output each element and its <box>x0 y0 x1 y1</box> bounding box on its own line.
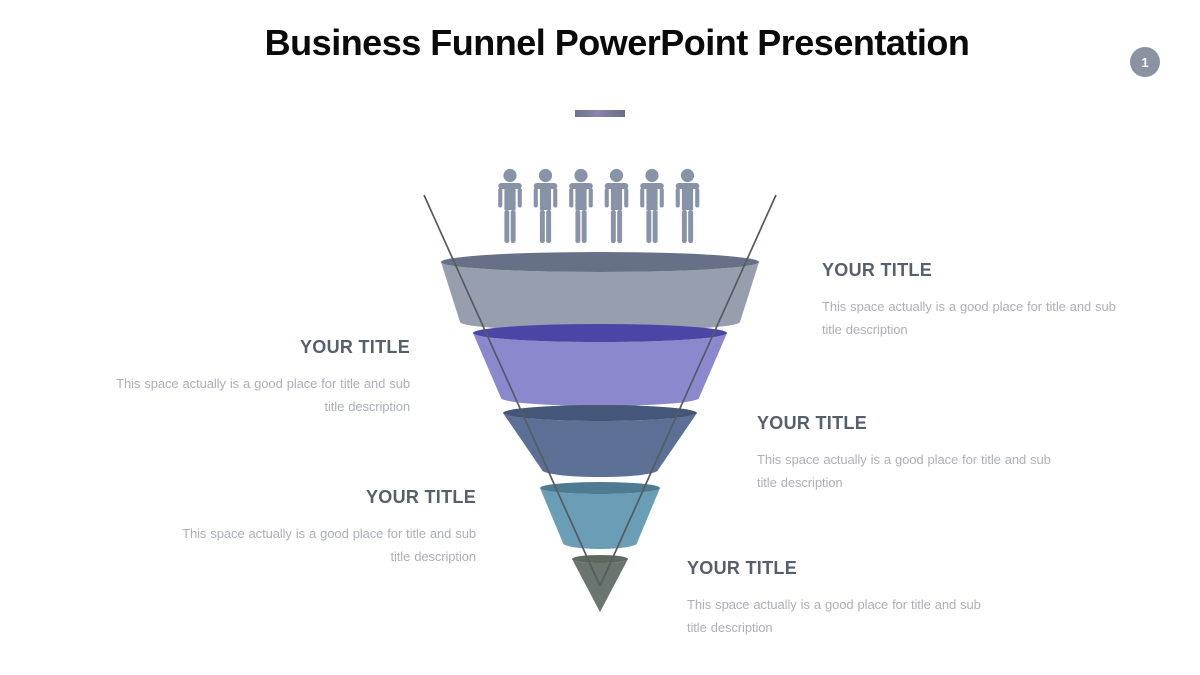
callout-description: This space actually is a good place for … <box>116 376 410 414</box>
segment-body <box>503 413 697 477</box>
page-number-badge: 1 <box>1130 47 1160 77</box>
funnel-line-left <box>423 194 601 587</box>
segment-top-ellipse <box>503 405 697 421</box>
funnel-segment-3 <box>503 405 697 477</box>
callout-left-upper: YOUR TITLE This space actually is a good… <box>108 337 410 418</box>
callout-description: This space actually is a good place for … <box>182 526 476 564</box>
person-icon <box>675 168 700 243</box>
callout-title: YOUR TITLE <box>687 558 797 578</box>
funnel-segment-2 <box>473 324 727 406</box>
segment-body <box>540 488 660 549</box>
segment-body <box>473 333 727 406</box>
segment-top-ellipse <box>473 324 727 342</box>
person-icon <box>498 168 522 243</box>
person-icon <box>533 168 558 243</box>
person-icon <box>569 168 593 243</box>
callout-right-middle: YOUR TITLE This space actually is a good… <box>757 413 1059 494</box>
funnel-line-right <box>599 194 777 587</box>
funnel-segment-4 <box>540 482 660 549</box>
person-icon <box>604 168 629 243</box>
callout-title: YOUR TITLE <box>366 487 476 507</box>
callout-description: This space actually is a good place for … <box>757 452 1051 490</box>
callout-left-lower: YOUR TITLE This space actually is a good… <box>174 487 476 568</box>
person-icon <box>640 168 664 243</box>
funnel-segment-5 <box>572 555 628 612</box>
callout-description: This space actually is a good place for … <box>687 597 981 635</box>
callout-title: YOUR TITLE <box>300 337 410 357</box>
callout-title: YOUR TITLE <box>757 413 867 433</box>
callout-right-bottom: YOUR TITLE This space actually is a good… <box>687 558 989 639</box>
page-title: Business Funnel PowerPoint Presentation <box>264 22 970 63</box>
segment-top-ellipse <box>572 555 628 563</box>
segment-top-ellipse <box>441 252 759 272</box>
funnel-segment-1 <box>441 252 759 331</box>
callout-right-top: YOUR TITLE This space actually is a good… <box>822 260 1124 341</box>
callout-title: YOUR TITLE <box>822 260 932 280</box>
segment-top-ellipse <box>540 482 660 494</box>
callout-description: This space actually is a good place for … <box>822 299 1116 337</box>
title-divider <box>575 110 625 117</box>
segment-body <box>441 262 759 331</box>
